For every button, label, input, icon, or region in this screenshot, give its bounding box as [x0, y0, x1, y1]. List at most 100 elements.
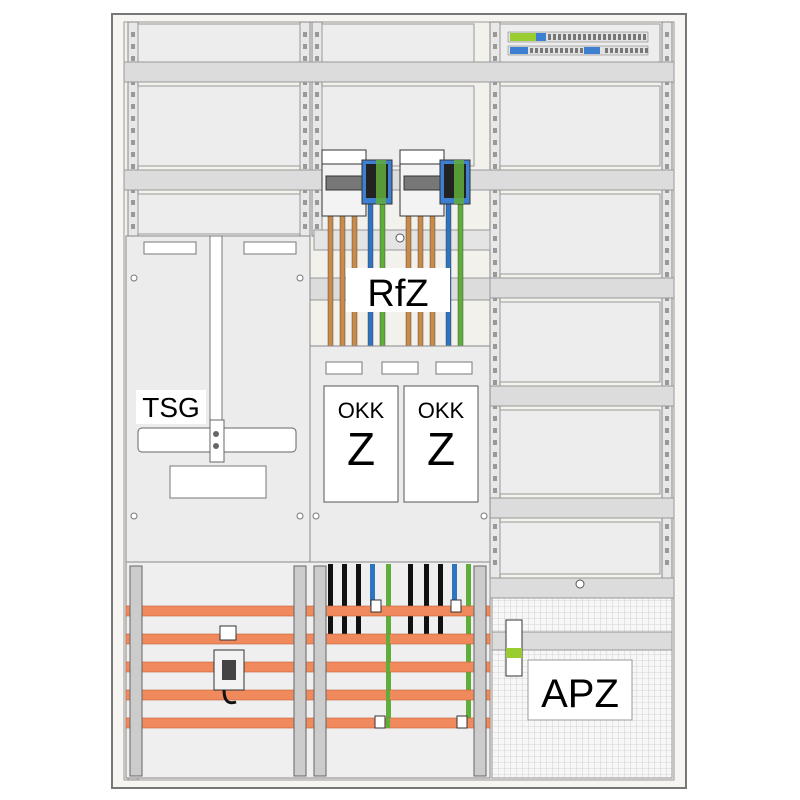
- rail-hole: [315, 92, 319, 97]
- rail-hole: [493, 152, 497, 157]
- terminal-pin: [573, 34, 576, 40]
- terminal-pin: [620, 48, 623, 53]
- rail-hole: [665, 44, 669, 49]
- rail-hole: [493, 560, 497, 565]
- terminal-pin: [570, 48, 573, 53]
- okk-module-right: [403, 385, 479, 503]
- busbar-terminal: [374, 715, 386, 729]
- terminal-pin: [645, 48, 648, 53]
- rail-hole: [665, 164, 669, 169]
- top-panel-left: [137, 23, 301, 63]
- rail-hole: [131, 56, 135, 61]
- rail-hole: [665, 464, 669, 469]
- rail-hole: [131, 92, 135, 97]
- din-rails: [123, 61, 675, 519]
- rail-hole: [493, 32, 497, 37]
- terminal-pin: [583, 34, 586, 40]
- okk-label-right: OKK: [418, 398, 465, 423]
- okk-panel: [309, 345, 491, 563]
- rail-hole: [665, 248, 669, 253]
- terminal-pin: [643, 34, 646, 40]
- rail-hole: [493, 140, 497, 145]
- apz-label-box: [527, 659, 633, 721]
- terminal-pin: [613, 34, 616, 40]
- rail-hole: [303, 116, 307, 121]
- rail-hole: [493, 536, 497, 541]
- busbar-clamp: [386, 690, 390, 700]
- rail-hole: [131, 44, 135, 49]
- terminal-pin: [618, 34, 621, 40]
- rail-hole: [665, 116, 669, 121]
- rail-hole: [493, 104, 497, 109]
- rail-hole: [665, 104, 669, 109]
- busbar-terminal: [370, 599, 382, 613]
- terminal-pin: [605, 48, 608, 53]
- rail-hole: [303, 164, 307, 169]
- rail-hole: [131, 32, 135, 37]
- terminal-pin: [593, 34, 596, 40]
- busbar: [125, 689, 491, 701]
- rail-hole: [315, 116, 319, 121]
- rail-hole: [665, 524, 669, 529]
- left-panel-row3: [137, 193, 301, 235]
- busbar: [125, 661, 491, 673]
- feed-wire: [342, 564, 347, 640]
- terminal-pin: [628, 34, 631, 40]
- feed-wire: [438, 564, 443, 640]
- terminal-pin: [558, 34, 561, 40]
- terminal-pin: [615, 48, 618, 53]
- rail-hole: [303, 104, 307, 109]
- terminal-pin: [638, 34, 641, 40]
- rail-hole: [493, 248, 497, 253]
- terminal-pin: [603, 34, 606, 40]
- rail-hole: [665, 416, 669, 421]
- rail-hole: [315, 104, 319, 109]
- feed-wire: [408, 564, 413, 640]
- rail-hole: [493, 224, 497, 229]
- rail-hole: [493, 452, 497, 457]
- rfz-wire: [457, 203, 464, 347]
- terminal-pin: [560, 48, 563, 53]
- okk-module-left: [323, 385, 399, 503]
- rail-hole: [131, 200, 135, 205]
- feed-wire: [424, 564, 429, 640]
- rail-hole: [665, 428, 669, 433]
- rail-hole: [303, 140, 307, 145]
- rail-hole: [665, 320, 669, 325]
- rail-hole: [493, 380, 497, 385]
- rail-hole: [665, 236, 669, 241]
- right-column-panels: [499, 85, 661, 575]
- apz-label: APZ: [541, 672, 619, 716]
- rail-hole: [493, 416, 497, 421]
- busbar-terminal: [450, 599, 462, 613]
- terminal-pin: [598, 34, 601, 40]
- rfz-wire: [327, 203, 334, 347]
- terminal-pin: [588, 34, 591, 40]
- rail-hole: [315, 140, 319, 145]
- terminal-pin: [550, 48, 553, 53]
- rail-hole: [493, 368, 497, 373]
- rail-hole: [665, 32, 669, 37]
- feed-wire: [328, 564, 333, 640]
- terminal-pin: [610, 48, 613, 53]
- rail-hole: [665, 260, 669, 265]
- rail-hole: [493, 92, 497, 97]
- rail-hole: [493, 548, 497, 553]
- rail-hole: [665, 152, 669, 157]
- rail-hole: [665, 272, 669, 277]
- rail-hole: [131, 212, 135, 217]
- rail-hole: [665, 452, 669, 457]
- top-panel-middle: [321, 23, 475, 63]
- rail-hole: [315, 44, 319, 49]
- rail-hole: [665, 56, 669, 61]
- busbar-terminal: [456, 715, 468, 729]
- rail-hole: [665, 476, 669, 481]
- rail-hole: [493, 200, 497, 205]
- top-row: [137, 23, 661, 63]
- terminal-pin: [640, 48, 643, 53]
- rail-hole: [665, 560, 669, 565]
- rail-hole: [665, 200, 669, 205]
- rail-hole: [493, 212, 497, 217]
- terminal-pin: [633, 34, 636, 40]
